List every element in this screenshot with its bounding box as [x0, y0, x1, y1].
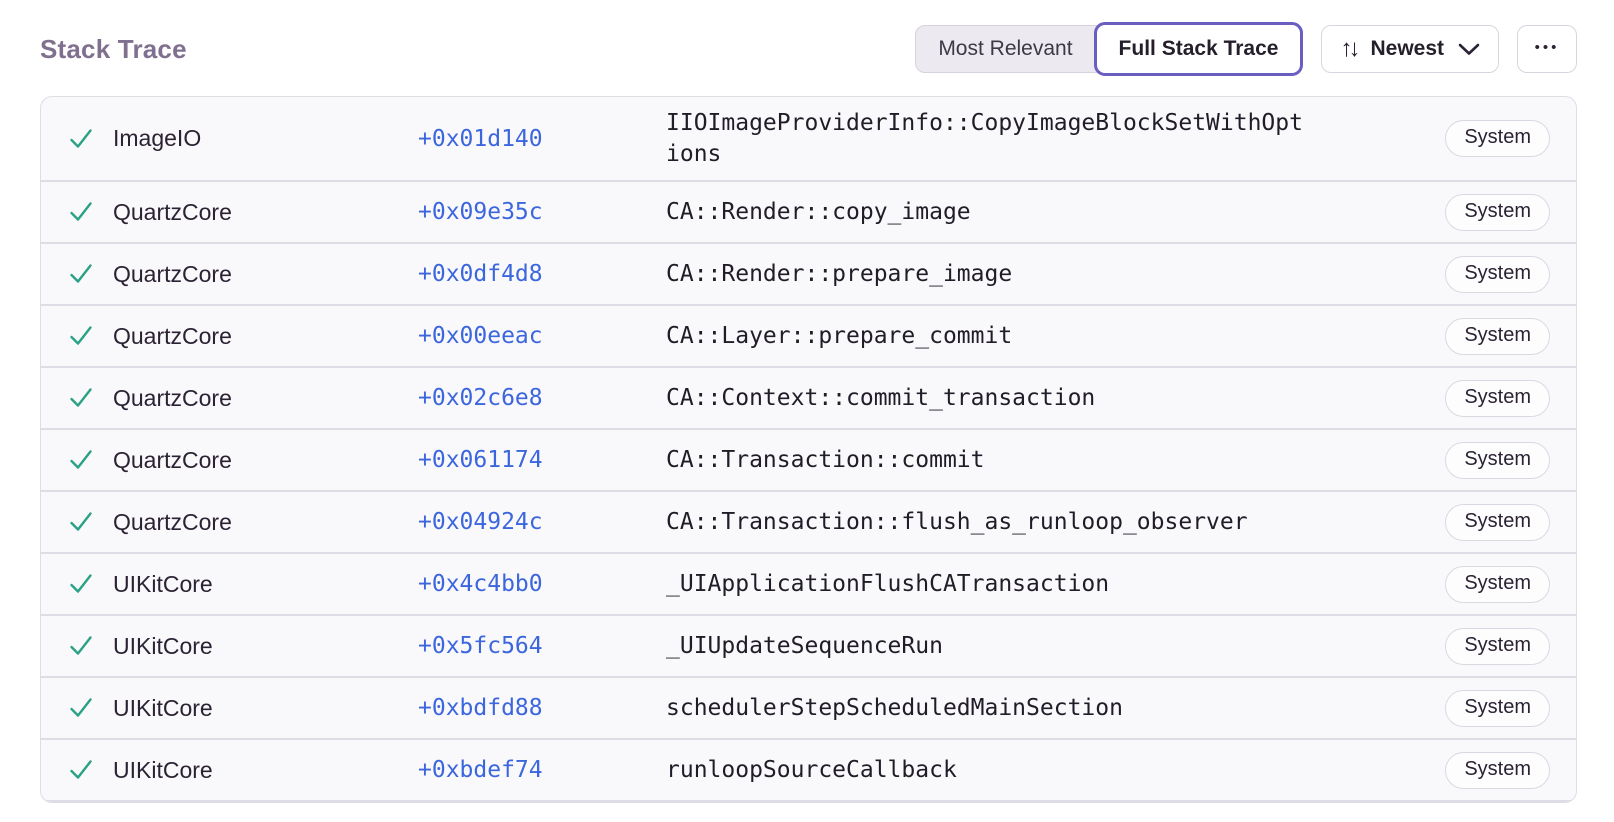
- frame-function: CA::Context::commit_transaction: [666, 384, 1096, 411]
- checkmark-icon: [67, 260, 113, 288]
- frame-list: ImageIO +0x01d140 IIOImageProviderInfo::…: [41, 97, 1576, 802]
- frame-address-link[interactable]: +0x4c4bb0: [418, 571, 543, 597]
- system-badge: System: [1445, 627, 1550, 665]
- checkmark-icon: [67, 694, 113, 722]
- frame-module: UIKitCore: [113, 632, 213, 659]
- chevron-down-icon: [1458, 43, 1480, 55]
- frame-address-link[interactable]: +0x01d140: [418, 125, 543, 152]
- frame-function: runloopSourceCallback: [666, 756, 957, 783]
- view-toggle: Most Relevant Full Stack Trace: [915, 22, 1304, 76]
- frame-address-link[interactable]: +0x5fc564: [418, 633, 543, 659]
- checkmark-icon: [67, 570, 113, 598]
- stack-frame-row[interactable]: QuartzCore +0x09e35c CA::Render::copy_im…: [41, 182, 1576, 244]
- checkmark-icon: [67, 508, 113, 536]
- frame-function: CA::Render::copy_image: [666, 198, 971, 225]
- frame-function: CA::Transaction::flush_as_runloop_observ…: [666, 508, 1248, 535]
- stack-frame-row[interactable]: QuartzCore +0x061174 CA::Transaction::co…: [41, 430, 1576, 492]
- frame-address-link[interactable]: +0x061174: [418, 447, 543, 473]
- stack-frame-row[interactable]: ImageIO +0x01d140 IIOImageProviderInfo::…: [41, 97, 1576, 182]
- frame-module: QuartzCore: [113, 322, 232, 349]
- frame-module: QuartzCore: [113, 446, 232, 473]
- system-badge: System: [1445, 441, 1550, 479]
- checkmark-icon: [67, 125, 113, 153]
- frame-function: schedulerStepScheduledMainSection: [666, 694, 1123, 721]
- system-badge: System: [1445, 689, 1550, 727]
- frame-module: ImageIO: [113, 125, 202, 151]
- system-badge: System: [1445, 565, 1550, 603]
- more-options-button[interactable]: •••: [1517, 25, 1577, 73]
- frame-address-link[interactable]: +0x09e35c: [418, 199, 543, 225]
- system-badge: System: [1445, 255, 1550, 293]
- frame-module: UIKitCore: [113, 756, 213, 783]
- system-badge: System: [1445, 120, 1550, 157]
- frame-module: UIKitCore: [113, 694, 213, 721]
- stack-frame-row[interactable]: UIKitCore +0xbdfd88 schedulerStepSchedul…: [41, 678, 1576, 740]
- frame-function: _UIUpdateSequenceRun: [666, 632, 943, 659]
- stack-frame-row[interactable]: UIKitCore +0xbdef74 runloopSourceCallbac…: [41, 740, 1576, 802]
- frame-module: QuartzCore: [113, 260, 232, 287]
- sort-arrows-icon: ↑↓: [1340, 35, 1360, 62]
- frame-module: QuartzCore: [113, 508, 232, 535]
- frame-module: UIKitCore: [113, 570, 213, 597]
- frame-module: QuartzCore: [113, 384, 232, 411]
- stack-frame-row[interactable]: QuartzCore +0x00eeac CA::Layer::prepare_…: [41, 306, 1576, 368]
- sort-label: Newest: [1370, 37, 1444, 60]
- stack-frame-row[interactable]: UIKitCore +0x5fc564 _UIUpdateSequenceRun…: [41, 616, 1576, 678]
- checkmark-icon: [67, 446, 113, 474]
- checkmark-icon: [67, 198, 113, 226]
- system-badge: System: [1445, 379, 1550, 417]
- system-badge: System: [1445, 503, 1550, 541]
- frame-function: _UIApplicationFlushCATransaction: [666, 570, 1110, 597]
- ellipsis-icon: •••: [1534, 38, 1560, 56]
- checkmark-icon: [67, 632, 113, 660]
- checkmark-icon: [67, 322, 113, 350]
- stack-frame-row[interactable]: QuartzCore +0x02c6e8 CA::Context::commit…: [41, 368, 1576, 430]
- system-badge: System: [1445, 193, 1550, 231]
- frame-address-link[interactable]: +0xbdfd88: [418, 695, 543, 721]
- system-badge: System: [1445, 317, 1550, 355]
- full-stack-trace-button[interactable]: Full Stack Trace: [1093, 22, 1304, 76]
- frame-module: QuartzCore: [113, 198, 232, 225]
- frame-function: IIOImageProviderInfo::CopyImageBlockSetW…: [666, 110, 1303, 167]
- system-badge: System: [1445, 751, 1550, 789]
- stack-frame-row[interactable]: QuartzCore +0x0df4d8 CA::Render::prepare…: [41, 244, 1576, 306]
- stack-frame-row[interactable]: UIKitCore +0x4c4bb0 _UIApplicationFlushC…: [41, 554, 1576, 616]
- page-title: Stack Trace: [40, 33, 187, 64]
- frame-address-link[interactable]: +0x0df4d8: [418, 261, 543, 287]
- most-relevant-button[interactable]: Most Relevant: [915, 25, 1104, 73]
- frame-address-link[interactable]: +0x00eeac: [418, 323, 543, 349]
- stack-trace-header: Stack Trace Most Relevant Full Stack Tra…: [0, 0, 1614, 96]
- frame-function: CA::Transaction::commit: [666, 446, 985, 473]
- frame-address-link[interactable]: +0x02c6e8: [418, 385, 543, 411]
- checkmark-icon: [67, 756, 113, 784]
- checkmark-icon: [67, 384, 113, 412]
- frame-address-link[interactable]: +0xbdef74: [418, 757, 543, 783]
- stack-trace-panel: ImageIO +0x01d140 IIOImageProviderInfo::…: [40, 96, 1577, 803]
- frame-function: CA::Render::prepare_image: [666, 260, 1013, 287]
- sort-button[interactable]: ↑↓ Newest: [1321, 25, 1499, 73]
- frame-address-link[interactable]: +0x04924c: [418, 509, 543, 535]
- frame-function: CA::Layer::prepare_commit: [666, 322, 1013, 349]
- stack-frame-row[interactable]: QuartzCore +0x04924c CA::Transaction::fl…: [41, 492, 1576, 554]
- stack-trace-toolbar: Most Relevant Full Stack Trace ↑↓ Newest…: [915, 22, 1577, 76]
